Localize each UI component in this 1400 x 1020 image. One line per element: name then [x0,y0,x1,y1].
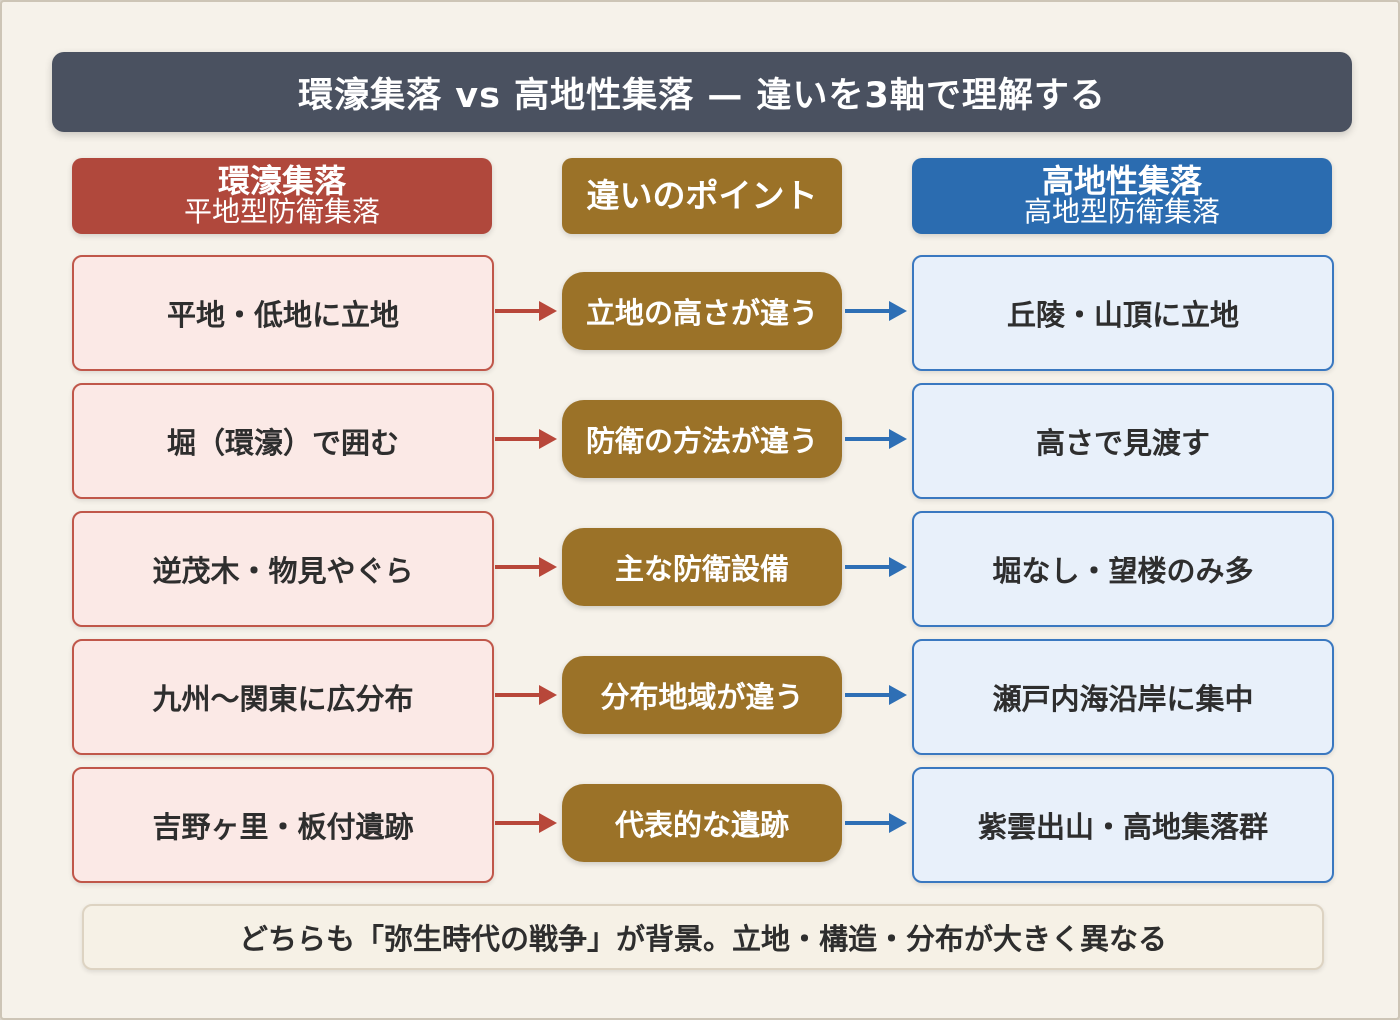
right-column-subtitle: 高地型防衛集落 [1023,195,1220,228]
right-column-title: 高地性集落 [1041,162,1202,200]
left-column-subtitle: 平地型防衛集落 [183,195,380,228]
difference-point: 立地の高さが違う [562,272,842,350]
difference-point: 分布地域が違う [562,656,842,734]
right-arrow-icon [495,301,557,321]
right-arrow-icon [495,557,557,577]
difference-point: 代表的な遺跡 [562,784,842,862]
middle-column-header: 違いのポイント [562,158,842,234]
right-arrow-icon [845,685,907,705]
summary-note: どちらも「弥生時代の戦争」が背景。立地・構造・分布が大きく異なる [82,904,1324,970]
left-cell: 逆茂木・物見やぐら [72,511,494,627]
right-cell: 高さで見渡す [912,383,1334,499]
difference-point: 防衛の方法が違う [562,400,842,478]
right-arrow-icon [495,685,557,705]
right-arrow-icon [845,557,907,577]
right-cell: 堀なし・望楼のみ多 [912,511,1334,627]
right-arrow-icon [495,813,557,833]
left-column-title: 環濠集落 [217,162,346,200]
right-arrow-icon [495,429,557,449]
right-cell: 紫雲出山・高地集落群 [912,767,1334,883]
difference-point: 主な防衛設備 [562,528,842,606]
right-arrow-icon [845,429,907,449]
middle-column-title: 違いのポイント [586,176,818,215]
right-cell: 丘陵・山頂に立地 [912,255,1334,371]
right-column-header: 高地性集落 高地型防衛集落 [912,158,1332,234]
right-arrow-icon [845,813,907,833]
left-cell: 堀（環濠）で囲む [72,383,494,499]
left-cell: 九州〜関東に広分布 [72,639,494,755]
left-cell: 平地・低地に立地 [72,255,494,371]
left-cell: 吉野ヶ里・板付遺跡 [72,767,494,883]
right-arrow-icon [845,301,907,321]
page-title: 環濠集落 vs 高地性集落 — 違いを3軸で理解する [52,52,1352,132]
left-column-header: 環濠集落 平地型防衛集落 [72,158,492,234]
right-cell: 瀬戸内海沿岸に集中 [912,639,1334,755]
